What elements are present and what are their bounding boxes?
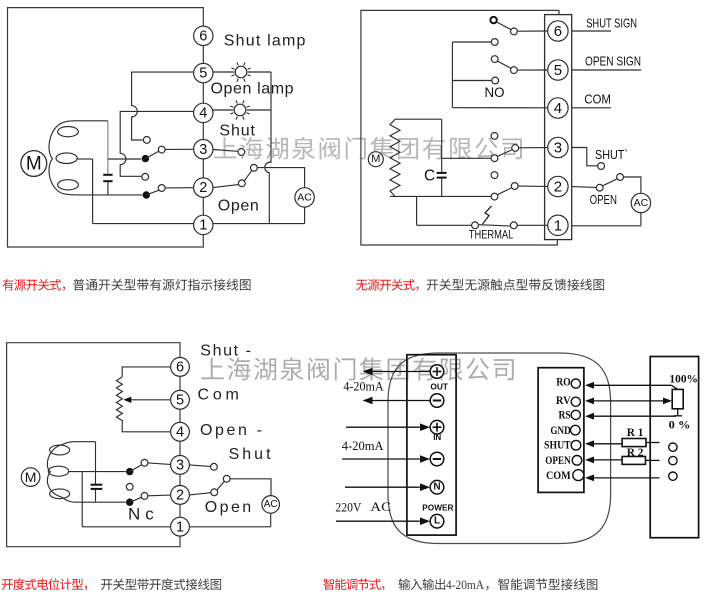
svg-text:M: M xyxy=(25,469,37,485)
svg-text:4: 4 xyxy=(199,105,207,121)
svg-text:Shut lamp: Shut lamp xyxy=(224,32,307,49)
svg-text:AC: AC xyxy=(297,191,312,203)
svg-text:6: 6 xyxy=(199,28,207,44)
svg-text:1: 1 xyxy=(176,519,184,535)
svg-text:RV: RV xyxy=(556,395,571,407)
svg-text:1: 1 xyxy=(199,217,207,233)
svg-text:3: 3 xyxy=(199,142,207,158)
svg-text:L: L xyxy=(434,516,440,527)
svg-text:4-20mA: 4-20mA xyxy=(342,439,384,453)
svg-text:NO: NO xyxy=(485,85,505,100)
svg-text:4: 4 xyxy=(176,424,184,440)
svg-text:Nc: Nc xyxy=(128,505,159,524)
svg-text:4-20mA: 4-20mA xyxy=(343,380,383,394)
svg-text:2: 2 xyxy=(199,180,207,196)
svg-text:COM: COM xyxy=(584,92,611,106)
svg-text:AC: AC xyxy=(264,499,278,510)
svg-text:M: M xyxy=(26,154,42,175)
svg-text:1: 1 xyxy=(554,217,562,234)
svg-text:GND: GND xyxy=(550,425,570,437)
svg-text:R 1: R 1 xyxy=(627,427,644,439)
svg-text:AC: AC xyxy=(634,197,649,209)
svg-text:Shut -: Shut - xyxy=(200,343,252,360)
svg-text:Shut: Shut xyxy=(219,123,256,140)
svg-text:Open: Open xyxy=(218,198,260,215)
svg-text:THERMAL: THERMAL xyxy=(469,230,514,242)
svg-text:IN: IN xyxy=(433,432,441,442)
svg-text:4-20mA: 4-20mA xyxy=(446,578,484,592)
svg-text:100%: 100% xyxy=(669,374,698,386)
svg-text:6: 6 xyxy=(554,23,562,40)
svg-text:220V: 220V xyxy=(335,501,361,515)
svg-text:OUT: OUT xyxy=(430,381,448,391)
svg-text:2: 2 xyxy=(554,179,562,196)
svg-text:R 2: R 2 xyxy=(627,447,644,459)
svg-text:SHUT SIGN: SHUT SIGN xyxy=(586,16,637,30)
svg-text:Com: Com xyxy=(198,386,243,403)
svg-text:C: C xyxy=(424,168,435,185)
svg-text:3: 3 xyxy=(554,140,562,157)
svg-text:N: N xyxy=(433,482,440,493)
svg-text:OPEN: OPEN xyxy=(545,455,571,467)
svg-text:Open -: Open - xyxy=(200,422,265,439)
svg-text:3: 3 xyxy=(176,457,184,473)
svg-text:COM: COM xyxy=(546,470,571,482)
svg-text:M: M xyxy=(371,153,380,165)
svg-text:Open: Open xyxy=(205,499,254,516)
svg-text:AC: AC xyxy=(370,500,391,514)
svg-text:SHUT: SHUT xyxy=(544,440,571,452)
svg-text:POWER: POWER xyxy=(422,502,453,512)
svg-text:4: 4 xyxy=(554,100,562,117)
svg-text:5: 5 xyxy=(199,66,207,82)
svg-text:Open lamp: Open lamp xyxy=(211,80,295,97)
svg-text:Shut: Shut xyxy=(229,446,274,463)
svg-text:SHUT`: SHUT` xyxy=(595,148,628,162)
svg-text:RO: RO xyxy=(556,377,571,389)
svg-text:0 %: 0 % xyxy=(669,419,691,431)
svg-text:5: 5 xyxy=(554,62,562,79)
svg-text:6: 6 xyxy=(176,359,184,375)
svg-text:OPEN: OPEN xyxy=(590,193,617,207)
svg-text:RS: RS xyxy=(559,410,571,422)
svg-text:2: 2 xyxy=(176,487,184,503)
svg-text:OPEN SIGN: OPEN SIGN xyxy=(585,54,641,68)
svg-text:5: 5 xyxy=(176,392,184,408)
